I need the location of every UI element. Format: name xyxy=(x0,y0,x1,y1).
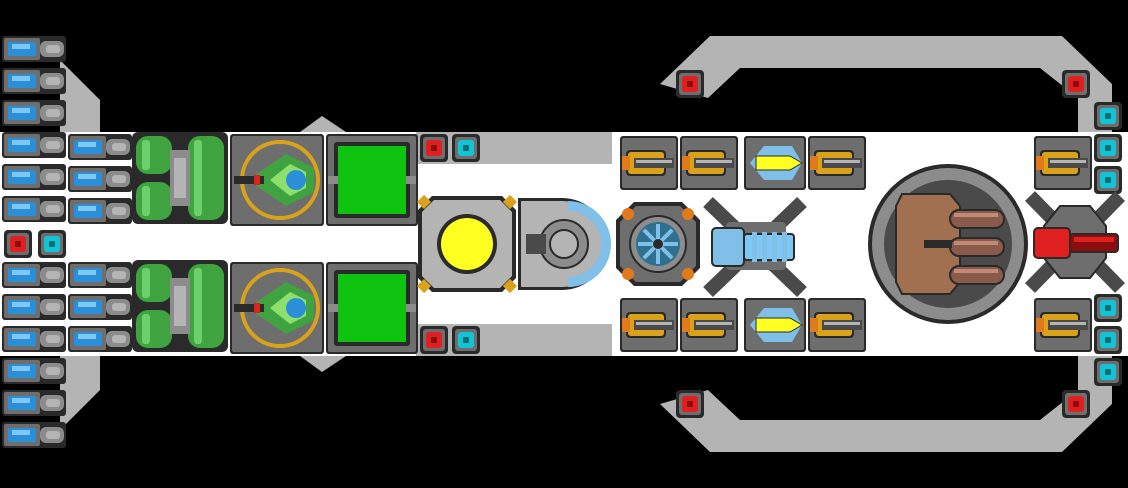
cannon-4 xyxy=(620,298,678,352)
thruster-outer-2 xyxy=(2,68,66,94)
hull-arm-bottom xyxy=(660,356,1112,452)
thruster-outer-12 xyxy=(2,422,66,448)
thruster-inner-4 xyxy=(68,262,132,288)
cyan-node-2 xyxy=(452,326,480,354)
beam-turret-top xyxy=(744,136,806,190)
cannon-2 xyxy=(680,136,738,190)
thruster-outer-6 xyxy=(2,196,66,222)
thruster-outer-7 xyxy=(2,262,66,288)
cyan-node-8 xyxy=(1094,326,1122,354)
cannon-1 xyxy=(620,136,678,190)
cockpit xyxy=(518,198,611,290)
red-node-3 xyxy=(4,230,32,258)
frame-rail-bottom xyxy=(416,324,612,356)
cannon-8 xyxy=(1034,298,1092,352)
red-node-2 xyxy=(420,326,448,354)
cyan-node-1 xyxy=(452,134,480,162)
red-laser-turret xyxy=(1024,191,1126,293)
red-node-7 xyxy=(1062,390,1090,418)
cyan-node-6 xyxy=(1094,166,1122,194)
heavy-artillery xyxy=(868,164,1028,324)
thruster-outer-10 xyxy=(2,358,66,384)
shield-core xyxy=(616,202,700,286)
frame-strut-top xyxy=(60,60,100,132)
gyro-block-top xyxy=(132,132,228,224)
thruster-inner-3 xyxy=(68,198,132,224)
cyan-node-9 xyxy=(1094,358,1122,386)
cyan-node-3 xyxy=(38,230,66,258)
thruster-outer-1 xyxy=(2,36,66,62)
red-node-5 xyxy=(1062,70,1090,98)
fin-top xyxy=(300,116,346,132)
power-cell-top xyxy=(326,134,418,226)
cannon-7 xyxy=(1034,136,1092,190)
ion-emitter xyxy=(703,196,807,298)
thruster-outer-5 xyxy=(2,164,66,190)
cyan-node-4 xyxy=(1094,102,1122,130)
cannon-6 xyxy=(808,298,866,352)
hull-spine xyxy=(0,228,440,260)
cannon-5 xyxy=(680,298,738,352)
thruster-inner-6 xyxy=(68,326,132,352)
red-node-6 xyxy=(676,390,704,418)
reactor-core xyxy=(416,194,518,294)
fin-bottom xyxy=(300,356,346,372)
red-node-1 xyxy=(420,134,448,162)
red-node-4 xyxy=(676,70,704,98)
cyan-node-5 xyxy=(1094,134,1122,162)
drone-bay-bottom xyxy=(230,262,324,354)
power-cell-bottom xyxy=(326,262,418,354)
thruster-outer-8 xyxy=(2,294,66,320)
thruster-inner-5 xyxy=(68,294,132,320)
cannon-3 xyxy=(808,136,866,190)
gyro-block-bottom xyxy=(132,260,228,352)
thruster-outer-4 xyxy=(2,132,66,158)
beam-turret-bottom xyxy=(744,298,806,352)
thruster-inner-2 xyxy=(68,166,132,192)
frame-rail-top xyxy=(416,132,612,164)
thruster-outer-9 xyxy=(2,326,66,352)
cyan-node-7 xyxy=(1094,294,1122,322)
hull-arm-top xyxy=(660,36,1112,132)
frame-strut-bottom xyxy=(60,356,100,430)
thruster-outer-3 xyxy=(2,100,66,126)
modules-layer xyxy=(2,36,1126,448)
thruster-outer-11 xyxy=(2,390,66,416)
thruster-inner-1 xyxy=(68,134,132,160)
drone-bay-top xyxy=(230,134,324,226)
